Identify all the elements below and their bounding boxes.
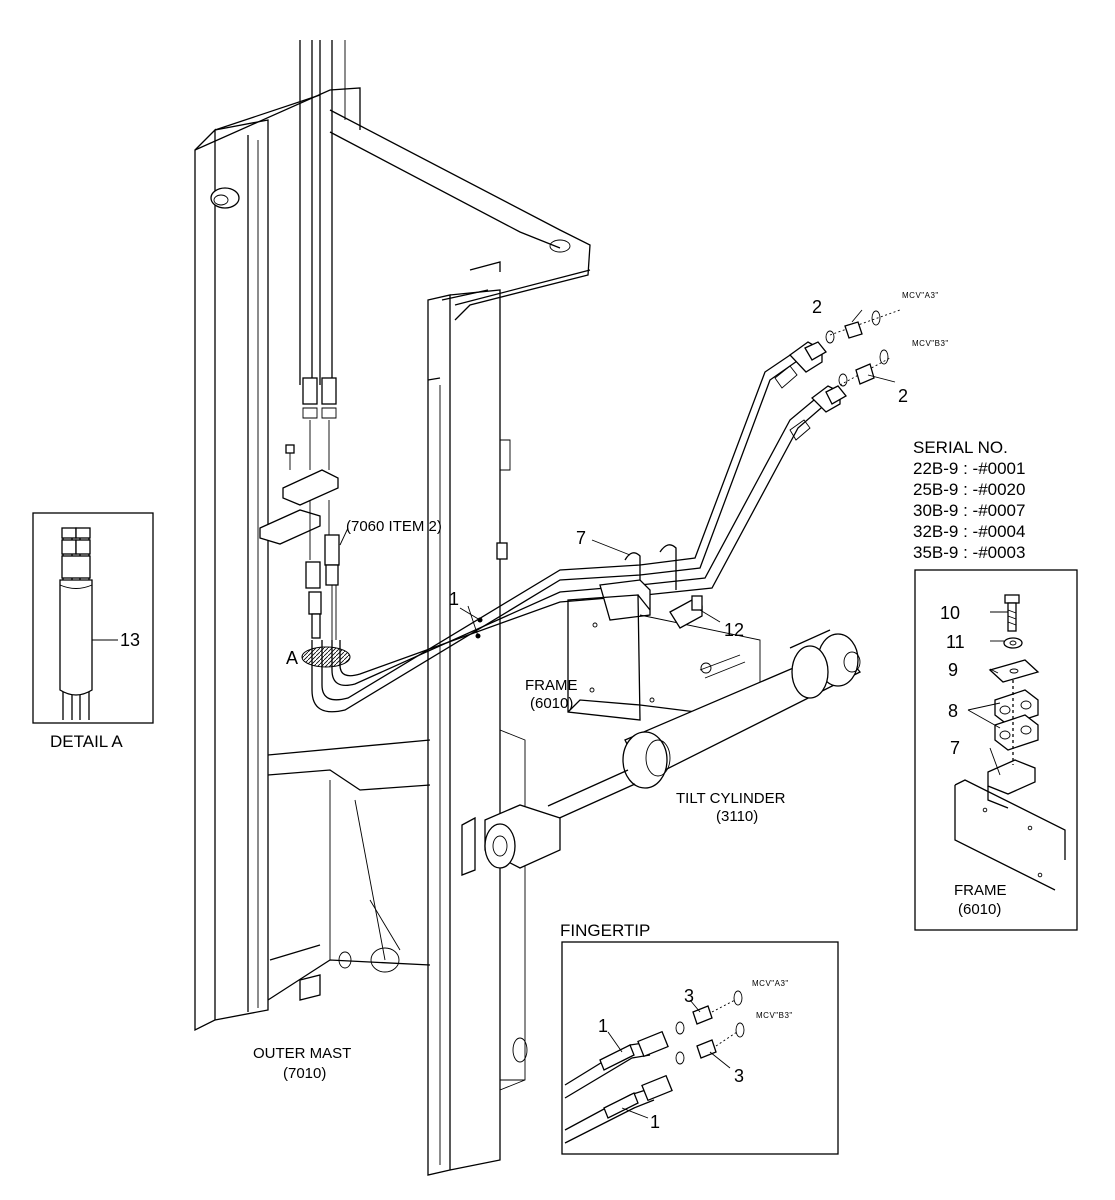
upper-hoses [259, 40, 346, 640]
callout-2-top: 2 [812, 297, 822, 317]
mcv-a3-finger-label: MCV"A3" [752, 979, 789, 988]
callout-7: 7 [576, 528, 586, 548]
mcv-a3-label: MCV"A3" [902, 291, 939, 300]
callout-7-detail: 7 [950, 738, 960, 758]
callout-8: 8 [948, 701, 958, 721]
frame-code: (6010) [530, 695, 573, 712]
serial-row: 22B-9 : -#0001 [913, 459, 1025, 478]
callout-3-top: 3 [684, 986, 694, 1006]
fingertip-title: FINGERTIP [560, 921, 650, 940]
mcv-b3-finger-label: MCV"B3" [756, 1011, 793, 1020]
callout-13: 13 [120, 630, 140, 650]
outer-mast-name: OUTER MAST [253, 1045, 351, 1062]
serial-row: 30B-9 : -#0007 [913, 501, 1025, 520]
serial-row: 32B-9 : -#0004 [913, 522, 1025, 541]
mcv-b3-label: MCV"B3" [912, 339, 949, 348]
tilt-cylinder [461, 629, 862, 876]
callout-1-finger-top: 1 [598, 1016, 608, 1036]
inset-frame-name: FRAME [954, 882, 1007, 899]
frame-name: FRAME [525, 677, 578, 694]
fingertip-inset [561, 941, 839, 1155]
callout-a: A [286, 648, 298, 668]
callout-3-bottom: 3 [734, 1066, 744, 1086]
callout-10: 10 [940, 603, 960, 623]
tilt-cylinder-name: TILT CYLINDER [676, 790, 786, 807]
inset-frame-code: (6010) [958, 901, 1001, 918]
callout-12: 12 [724, 620, 744, 640]
callout-2-mid: 2 [898, 386, 908, 406]
callout-1-finger-bottom: 1 [650, 1112, 660, 1132]
serial-row: 35B-9 : -#0003 [913, 543, 1025, 562]
outer-mast-code: (7010) [283, 1065, 326, 1082]
labels: 1 2 2 7 12 A 13 MCV"A3" MCV"B3" (7060 IT… [50, 291, 1025, 1132]
serial-row: 25B-9 : -#0020 [913, 480, 1025, 499]
steel-pipes [301, 341, 847, 713]
callout-9: 9 [948, 660, 958, 680]
serial-heading: SERIAL NO. [913, 438, 1008, 457]
outer-mast [194, 87, 591, 1176]
item-ref-label: (7060 ITEM 2) [346, 518, 442, 535]
tilt-cylinder-code: (3110) [716, 808, 758, 825]
detail-a-title: DETAIL A [50, 732, 123, 751]
clamp-detail-inset [914, 569, 1078, 931]
mcv-fittings [825, 309, 901, 387]
detail-a-inset [32, 512, 154, 724]
leader-lines [339, 309, 1008, 1119]
callout-11: 11 [946, 632, 965, 652]
callout-1: 1 [449, 589, 459, 609]
